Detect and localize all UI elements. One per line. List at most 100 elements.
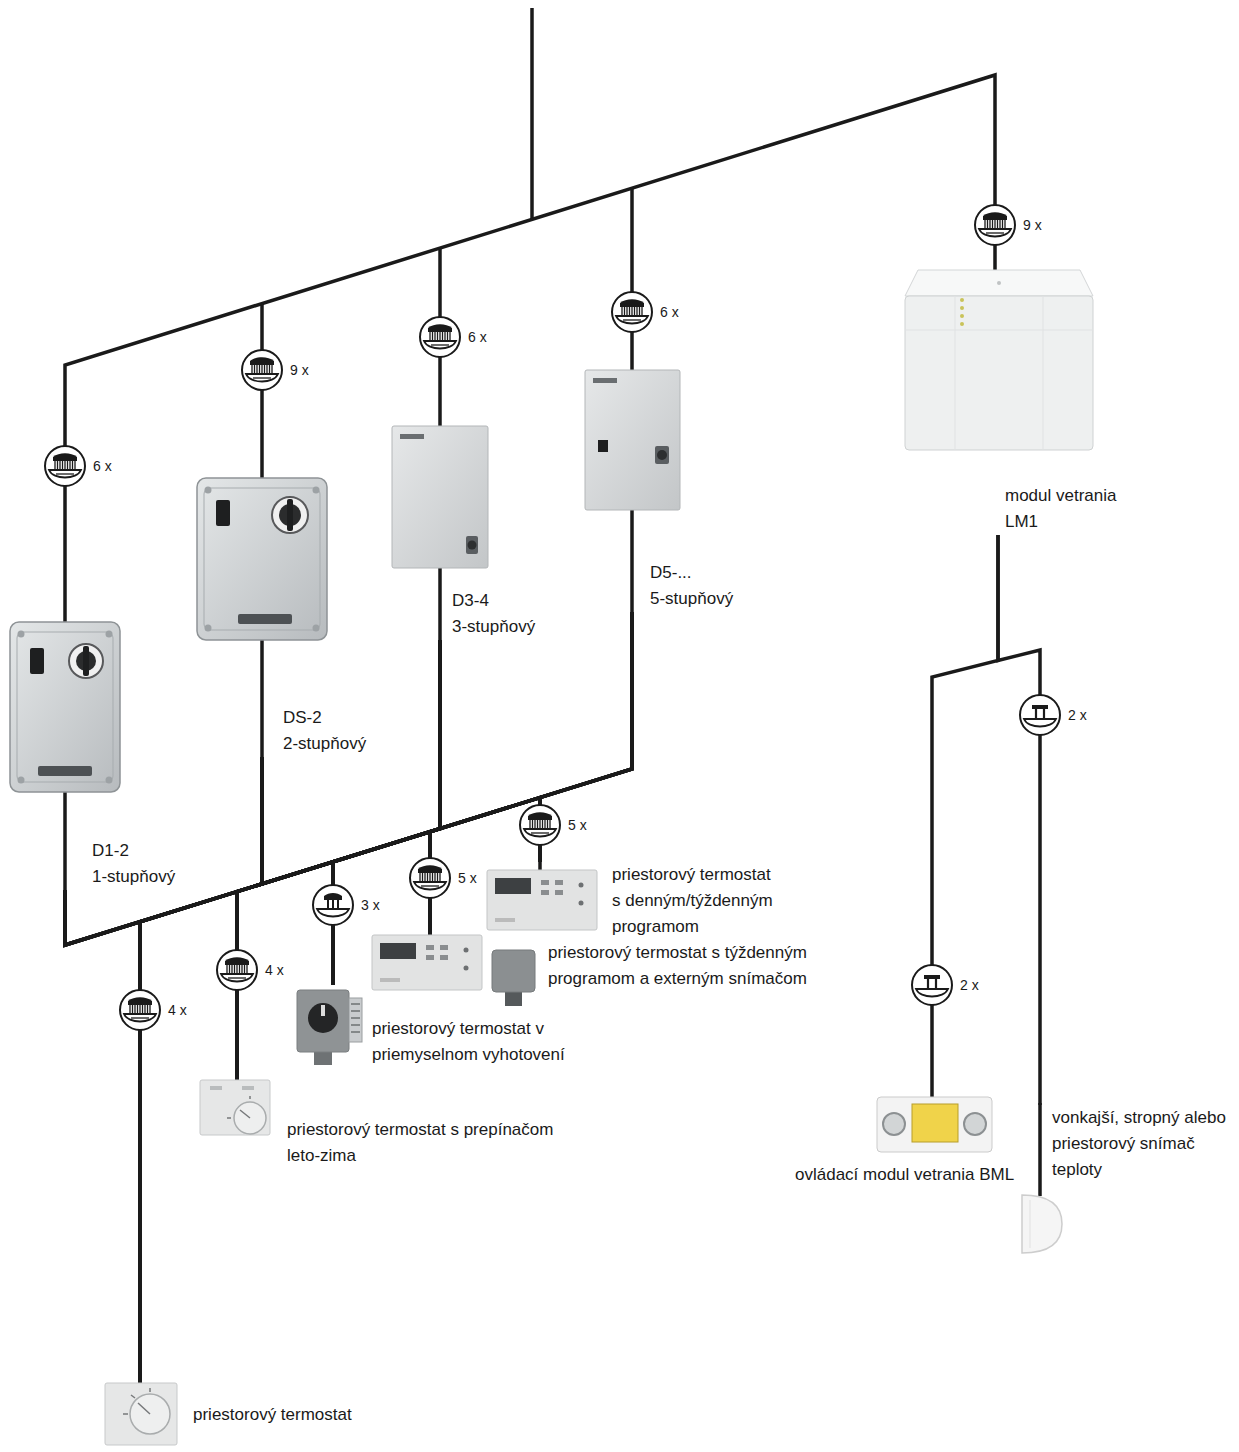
controller-picture [106, 777, 113, 784]
thermostat-picture [200, 1080, 270, 1135]
cable-connector [262, 757, 430, 935]
ventilation-module-picture [905, 296, 1093, 450]
device-node: D1-21-stupňový [10, 622, 178, 890]
industrial-thermostat-picture [297, 990, 362, 1065]
cable-count: 4 x [265, 960, 284, 980]
cable-count: 5 x [568, 815, 587, 835]
thermostat-picture [242, 1086, 254, 1090]
thermostat-picture [105, 1383, 177, 1445]
cable-wire [630, 510, 634, 614]
controller-picture [287, 499, 293, 531]
programmable-thermostat-picture [555, 890, 563, 895]
plug-symbol [45, 446, 85, 486]
cable-connector [140, 640, 440, 1383]
cable-wire [1038, 1103, 1042, 1196]
controller-picture [392, 426, 488, 568]
controller-picture [10, 622, 120, 792]
cable-wire [63, 792, 67, 892]
device-node: D5-...5-stupňový [585, 370, 736, 612]
control-panel-picture [912, 1104, 958, 1142]
device-caption: priestorový termostat s týždenným progra… [548, 940, 838, 992]
device-caption: priestorový termostat s prepínačom leto-… [287, 1117, 587, 1169]
cable-wire [65, 8, 1040, 1196]
programmable-thermostat-picture [372, 935, 482, 990]
device-caption: vonkajší, stropný alebo priestorový sním… [1052, 1105, 1232, 1183]
temperature-sensor-picture [1030, 1200, 1031, 1248]
cable-count: 2 x [960, 975, 979, 995]
thermostat-picture [105, 1383, 177, 1445]
cable-connector [237, 612, 632, 1080]
cable-connector [430, 612, 632, 935]
plug-symbol [975, 205, 1015, 245]
temperature-sensor-picture [1022, 1195, 1062, 1253]
controller-picture [585, 370, 680, 510]
ventilation-module-picture [960, 322, 964, 326]
programmable-thermostat-picture [555, 880, 563, 885]
cable-count: 6 x [468, 327, 487, 347]
cable-connector [140, 612, 632, 1383]
plug-symbol [612, 292, 652, 332]
controller-picture [313, 487, 320, 494]
device-node: priestorový termostat v priemyselnom vyh… [297, 985, 594, 1068]
control-panel-picture [883, 1113, 905, 1135]
cable-count: 4 x [168, 1000, 187, 1020]
programmable-thermostat-picture [487, 870, 597, 930]
ventilation-module-picture [997, 281, 1001, 285]
device-caption: 1-stupňový [92, 864, 178, 890]
control-panel-picture [964, 1113, 986, 1135]
cable-count: 5 x [458, 868, 477, 888]
device-caption: 3-stupňový [452, 614, 538, 640]
programmable-thermostat-picture [464, 966, 469, 971]
cable-connector [237, 757, 262, 1080]
controller-picture [30, 648, 44, 674]
thermostat-picture [210, 1086, 222, 1090]
cable-connector [998, 535, 1040, 1105]
ventilation-module-picture [960, 314, 964, 318]
device-caption: D1-2 [92, 838, 178, 864]
device-node: D3-43-stupňový [392, 426, 538, 640]
controller-picture [593, 378, 617, 383]
programmable-thermostat-picture [372, 935, 535, 1006]
cable-wire [630, 188, 634, 370]
controller-picture [466, 536, 478, 554]
controller-picture [197, 478, 327, 640]
controller-picture [10, 622, 120, 792]
ventilation-module-picture [905, 270, 1093, 450]
device-caption: 2-stupňový [283, 731, 369, 757]
device-caption: priestorový termostat [193, 1402, 354, 1428]
programmable-thermostat-picture [579, 901, 584, 906]
programmable-thermostat-picture [487, 870, 597, 930]
thermostat-picture [123, 1388, 150, 1414]
industrial-thermostat-picture [321, 1005, 325, 1016]
programmable-thermostat-picture [464, 948, 469, 953]
device-caption: ovládací modul vetrania BML [795, 1162, 1017, 1188]
plug-symbol [242, 350, 282, 390]
plug-symbol [1020, 695, 1060, 735]
device-node: modul vetrania LM1 [905, 270, 1132, 535]
device-caption-block: DS-22-stupňový [283, 705, 369, 757]
industrial-thermostat-picture [297, 990, 349, 1052]
device-caption-block: priestorový termostat [193, 1402, 354, 1428]
device-node: priestorový termostat s denným/týždenným… [487, 862, 780, 940]
thermostat-picture [200, 1080, 270, 1135]
ventilation-module-picture [960, 298, 964, 302]
ventilation-module-picture [905, 296, 1093, 450]
controller-picture [205, 625, 212, 632]
cable-wire [530, 8, 534, 220]
device-caption: priestorový termostat s denným/týždenným… [612, 862, 778, 940]
device-caption-block: priestorový termostat s denným/týždenným… [612, 862, 778, 940]
device-caption: DS-2 [283, 705, 369, 731]
device-caption-block: priestorový termostat v priemyselnom vyh… [372, 1016, 592, 1068]
device-caption-block: modul vetrania LM1 [1005, 483, 1130, 535]
device-caption-block: priestorový termostat s prepínačom leto-… [287, 1117, 587, 1169]
ventilation-module-picture [905, 270, 1093, 296]
device-caption: 5-stupňový [650, 586, 736, 612]
temperature-sensor-picture [1022, 1195, 1062, 1253]
controller-picture [83, 646, 89, 676]
device-caption: D5-... [650, 560, 736, 586]
device-caption-block: priestorový termostat s týždenným progra… [548, 940, 838, 992]
thermostat-picture [227, 1096, 250, 1118]
cable-count: 2 x [1068, 705, 1087, 725]
cable-count: 3 x [361, 895, 380, 915]
